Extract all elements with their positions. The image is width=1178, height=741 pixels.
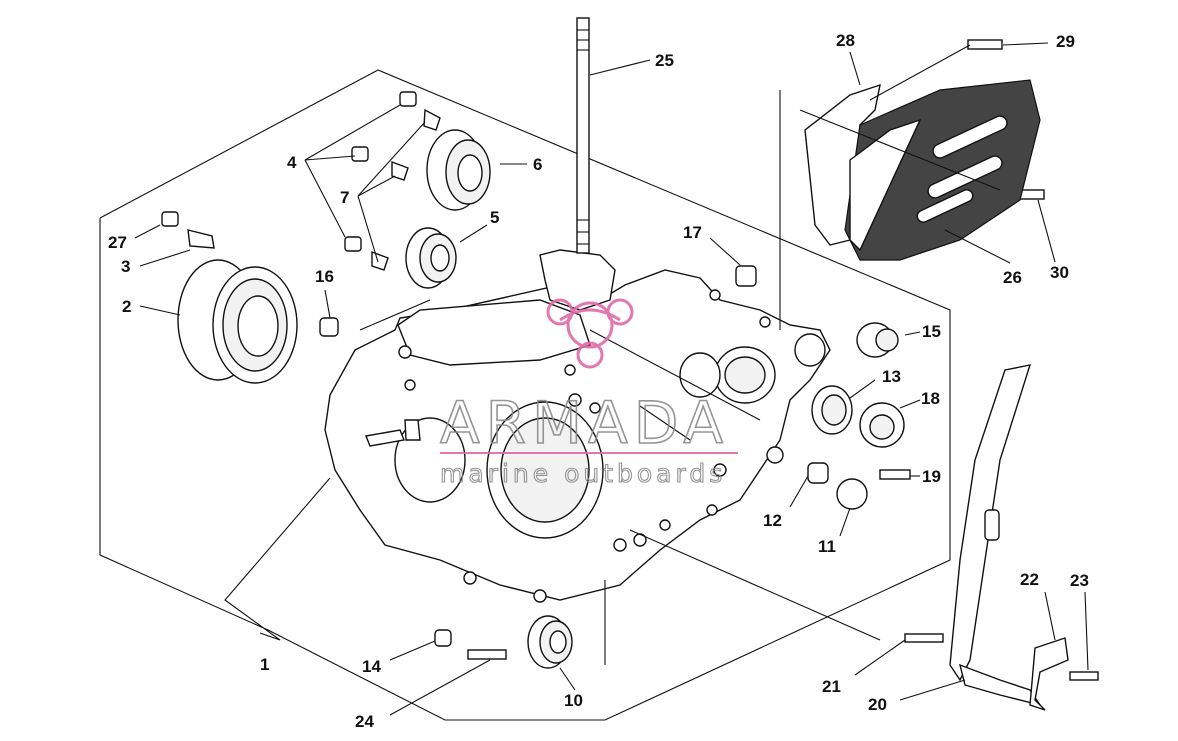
callout-6: 6 <box>533 155 542 174</box>
bearing-5 <box>405 227 457 289</box>
bearing-large <box>177 259 298 384</box>
leader-lines <box>134 42 1089 716</box>
callout-4: 4 <box>287 153 297 172</box>
watermark-logo <box>546 298 634 369</box>
callout-1: 1 <box>260 655 269 674</box>
callout-14: 14 <box>362 657 381 676</box>
callout-23: 23 <box>1070 571 1089 590</box>
callout-26: 26 <box>1003 268 1022 287</box>
callout-labels: 1 2 3 4 5 6 7 10 11 12 13 14 15 16 17 18… <box>108 31 1089 731</box>
watermark: ARMADA marine outboards <box>439 298 738 489</box>
callout-20: 20 <box>868 695 887 714</box>
chain-cover <box>804 79 1041 261</box>
callout-21: 21 <box>822 677 841 696</box>
callout-2: 2 <box>122 297 131 316</box>
callout-16: 16 <box>315 267 334 286</box>
chain-guide <box>949 364 1069 711</box>
bearing-10 <box>527 615 573 669</box>
callout-24: 24 <box>355 712 374 731</box>
callout-28: 28 <box>836 31 855 50</box>
bearing-6 <box>426 129 491 211</box>
callout-15: 15 <box>922 322 941 341</box>
callout-13: 13 <box>882 367 901 386</box>
callout-22: 22 <box>1020 570 1039 589</box>
small-hardware <box>161 39 1099 681</box>
callout-10: 10 <box>564 691 583 710</box>
callout-5: 5 <box>490 208 499 227</box>
assembly-frame <box>99 69 951 721</box>
stud-bolt <box>576 17 590 254</box>
watermark-brand: ARMADA <box>440 389 729 457</box>
crankcase-half <box>324 249 831 603</box>
callout-3: 3 <box>121 257 130 276</box>
callout-27: 27 <box>108 233 127 252</box>
callout-30: 30 <box>1050 263 1069 282</box>
callout-29: 29 <box>1056 32 1075 51</box>
callout-7: 7 <box>340 188 349 207</box>
callout-17: 17 <box>683 223 702 242</box>
callout-12: 12 <box>763 511 782 530</box>
callout-11: 11 <box>818 537 836 556</box>
watermark-tagline: marine outboards <box>440 459 726 488</box>
callout-25: 25 <box>655 51 674 70</box>
callout-19: 19 <box>922 467 941 486</box>
callout-18: 18 <box>921 389 940 408</box>
